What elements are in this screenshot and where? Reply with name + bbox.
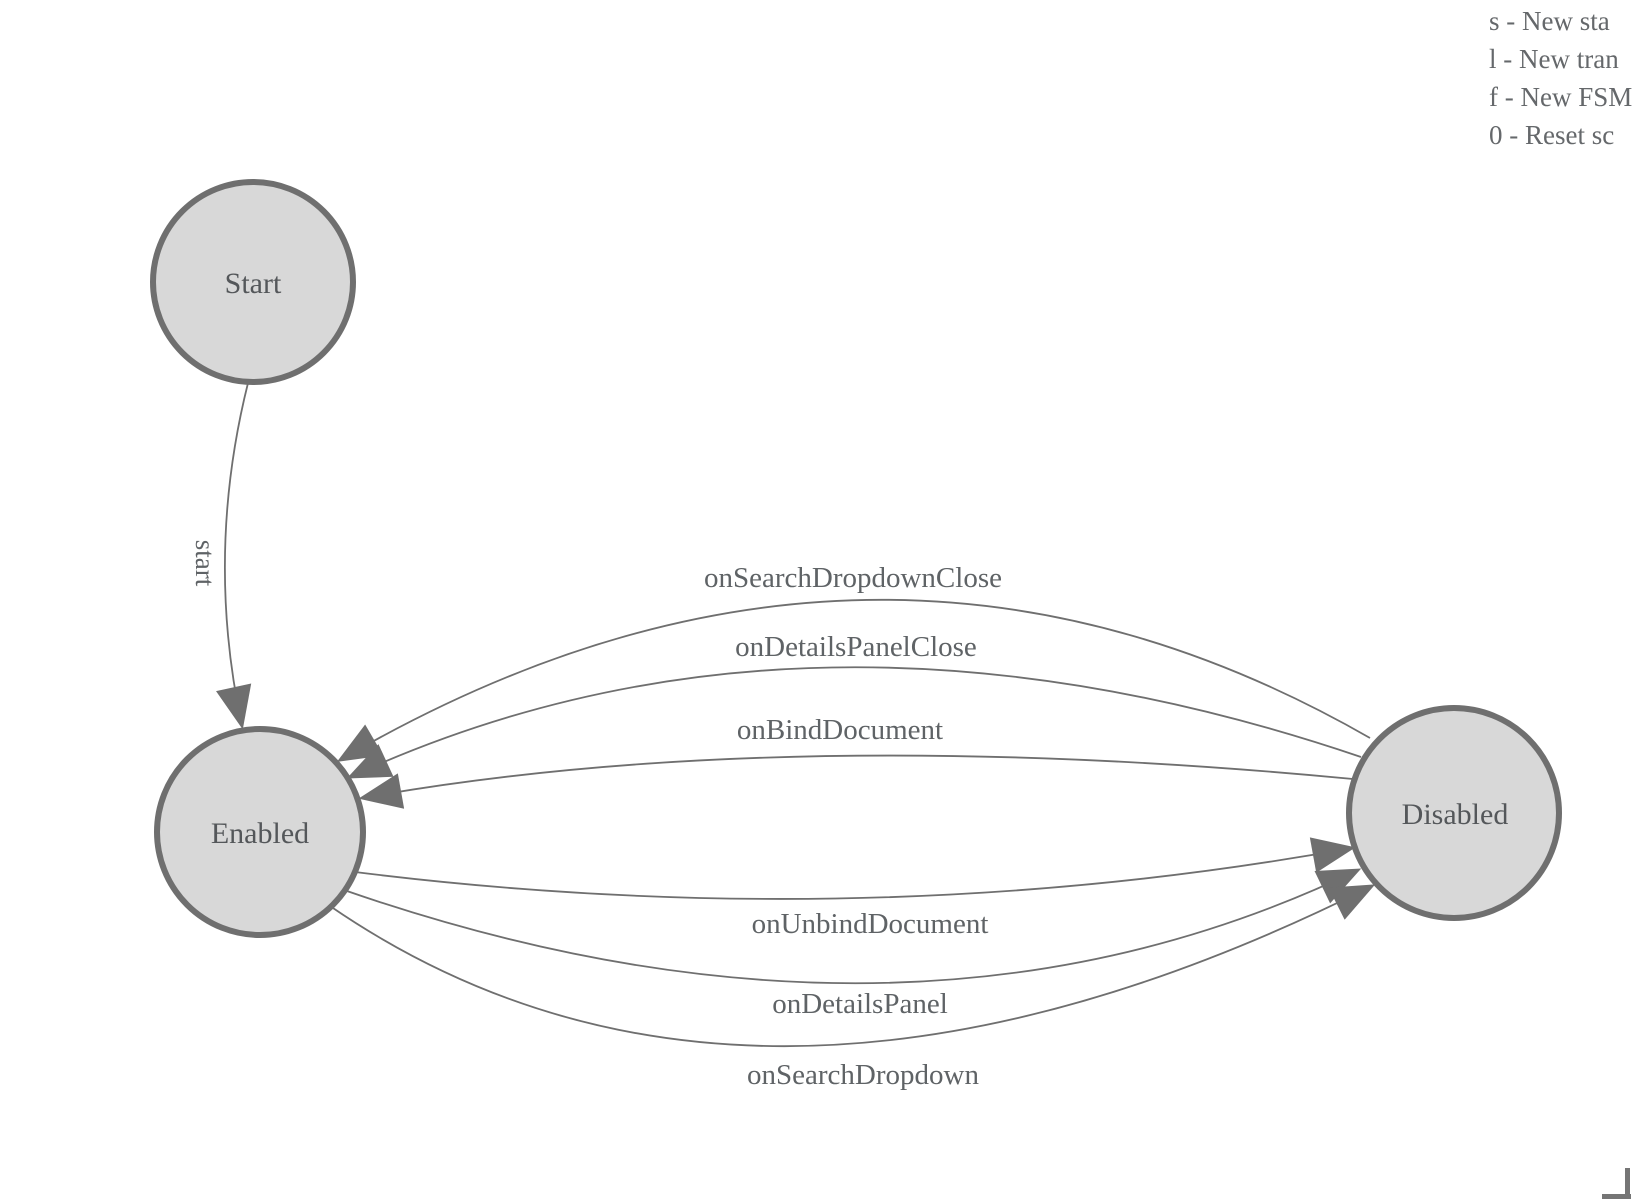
edge-label-onUnbindDocument: onUnbindDocument: [752, 908, 989, 940]
edge-label-onDetailsPanelClose: onDetailsPanelClose: [735, 631, 977, 663]
transition-edge-onSearchDropdown[interactable]: [329, 884, 1376, 1047]
transition-edge-onDetailsPanelClose[interactable]: [346, 666, 1362, 779]
legend-line-new-transition: l - New tran: [1489, 44, 1619, 74]
state-node-enabled[interactable]: Enabled: [154, 726, 366, 938]
hotkey-legend: s - New sta l - New tran f - New FSM 0 -…: [1489, 2, 1632, 154]
edge-label-onBindDocument: onBindDocument: [737, 714, 943, 746]
state-label-disabled: Disabled: [1402, 798, 1509, 831]
transition-edge-start[interactable]: [216, 382, 252, 730]
canvas-resize-corner[interactable]: [1602, 1168, 1631, 1199]
edge-label-onSearchDropdownClose: onSearchDropdownClose: [704, 562, 1002, 594]
legend-line-new-fsm: f - New FSM: [1489, 82, 1632, 112]
state-circle-start[interactable]: [150, 179, 356, 385]
transition-edge-onDetailsPanel[interactable]: [343, 868, 1362, 985]
edge-label-onSearchDropdown: onSearchDropdown: [747, 1059, 979, 1091]
edge-label-onDetailsPanel: onDetailsPanel: [772, 988, 948, 1020]
state-label-start: Start: [225, 267, 282, 300]
state-node-disabled[interactable]: Disabled: [1346, 705, 1562, 921]
resize-corner-horizontal-bar: [1602, 1194, 1631, 1199]
transition-edge-onSearchDropdownClose[interactable]: [336, 598, 1371, 762]
edge-label-start: start: [190, 540, 220, 587]
state-circle-enabled[interactable]: [154, 726, 366, 938]
transition-edge-onBindDocument[interactable]: [358, 754, 1354, 809]
state-label-enabled: Enabled: [211, 817, 309, 850]
state-circle-disabled[interactable]: [1346, 705, 1562, 921]
state-node-start[interactable]: Start: [150, 179, 356, 385]
transition-edge-onUnbindDocument[interactable]: [354, 837, 1356, 900]
legend-line-new-state: s - New sta: [1489, 6, 1610, 36]
legend-line-reset: 0 - Reset sc: [1489, 120, 1615, 150]
resize-corner-vertical-bar: [1625, 1168, 1630, 1199]
